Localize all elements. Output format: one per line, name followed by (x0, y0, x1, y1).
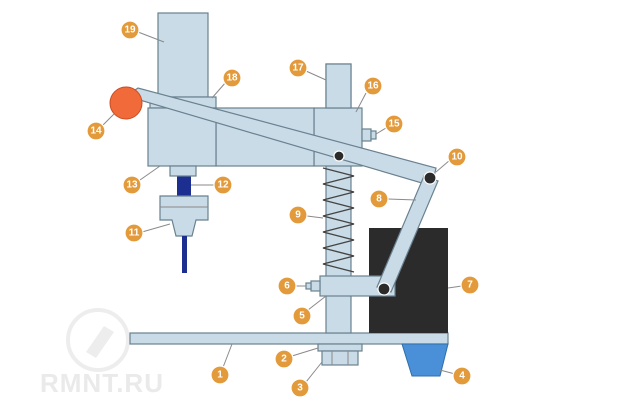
base-washer (317, 343, 363, 352)
callout-number: 14 (90, 126, 102, 137)
callout-number: 16 (367, 81, 379, 92)
callout-badge (288, 58, 308, 78)
callout-leader (306, 215, 324, 219)
callout-badge (274, 349, 294, 369)
callout-badge (290, 378, 310, 398)
callout-badge (213, 175, 233, 195)
base-foot (401, 343, 449, 377)
column-top (325, 63, 352, 109)
callout-badge (384, 114, 404, 134)
callout-leader (101, 113, 115, 127)
callout-badge (222, 68, 242, 88)
upper-clamp-screw-thread (370, 130, 377, 140)
callout-number: 1 (217, 370, 223, 381)
callout-badge (452, 366, 472, 386)
callout-badge (122, 175, 142, 195)
watermark-logo-icon (66, 308, 130, 372)
upper-clamp-screw (361, 128, 372, 142)
callout-leader (375, 127, 387, 135)
spring (322, 167, 355, 273)
callout-leader (439, 369, 456, 375)
callout-number: 7 (467, 280, 473, 291)
callout-leader (139, 165, 161, 181)
callout-number: 18 (226, 73, 238, 84)
watermark-brush-icon (86, 326, 114, 358)
callout-badge (288, 205, 308, 225)
clamp-screw (310, 280, 321, 292)
callout-number: 17 (292, 63, 304, 74)
callout-leader (305, 361, 323, 383)
clamp-screw-thread (305, 282, 312, 290)
callout-number: 15 (388, 119, 400, 130)
callout-leader (305, 70, 327, 81)
callout-number: 6 (284, 281, 290, 292)
callout-badge (363, 76, 383, 96)
callout-number: 11 (129, 228, 140, 239)
callout-leader (307, 295, 327, 311)
callout-number: 12 (217, 180, 229, 191)
callout-leader (435, 159, 451, 173)
drill-chuck (159, 195, 209, 237)
callout-leader (387, 198, 417, 201)
pivot-bracket-link (377, 282, 391, 296)
pivot-lever-link (423, 171, 437, 185)
base-plate (129, 332, 449, 345)
drill-motor-housing (157, 12, 209, 98)
callout-number: 2 (281, 354, 287, 365)
callout-number: 10 (451, 152, 463, 163)
shaft-collar (169, 165, 197, 177)
callout-leader (447, 285, 463, 289)
callout-number: 8 (376, 194, 382, 205)
callout-badge (124, 223, 144, 243)
drill-shaft (177, 176, 191, 196)
callout-badge (210, 365, 230, 385)
callout-number: 5 (299, 311, 305, 322)
callout-number: 13 (126, 180, 138, 191)
callout-badge (120, 20, 140, 40)
callout-badge (277, 276, 297, 296)
callouts: 1 2 3 4 5 6 7 8 9 10 (86, 20, 480, 398)
callout-badge (447, 147, 467, 167)
callout-badge (460, 275, 480, 295)
base-nut (321, 350, 359, 366)
callout-number: 4 (459, 371, 465, 382)
callout-number: 19 (124, 25, 136, 36)
callout-badge (86, 121, 106, 141)
callout-badge (292, 306, 312, 326)
callout-leader (141, 223, 171, 233)
pivot-arm (333, 150, 345, 162)
watermark: RMNT.RU (40, 308, 164, 398)
callout-number: 3 (297, 383, 303, 394)
handle-ball[interactable] (109, 86, 143, 120)
watermark-text: RMNT.RU (40, 368, 164, 398)
callout-leader (291, 347, 319, 357)
callout-leader (355, 92, 367, 113)
callout-leader (137, 31, 165, 43)
callout-leader (211, 81, 227, 99)
callout-number: 9 (295, 210, 301, 221)
callout-leader (221, 343, 233, 371)
callout-badge (369, 189, 389, 209)
drill-bit (182, 236, 187, 273)
